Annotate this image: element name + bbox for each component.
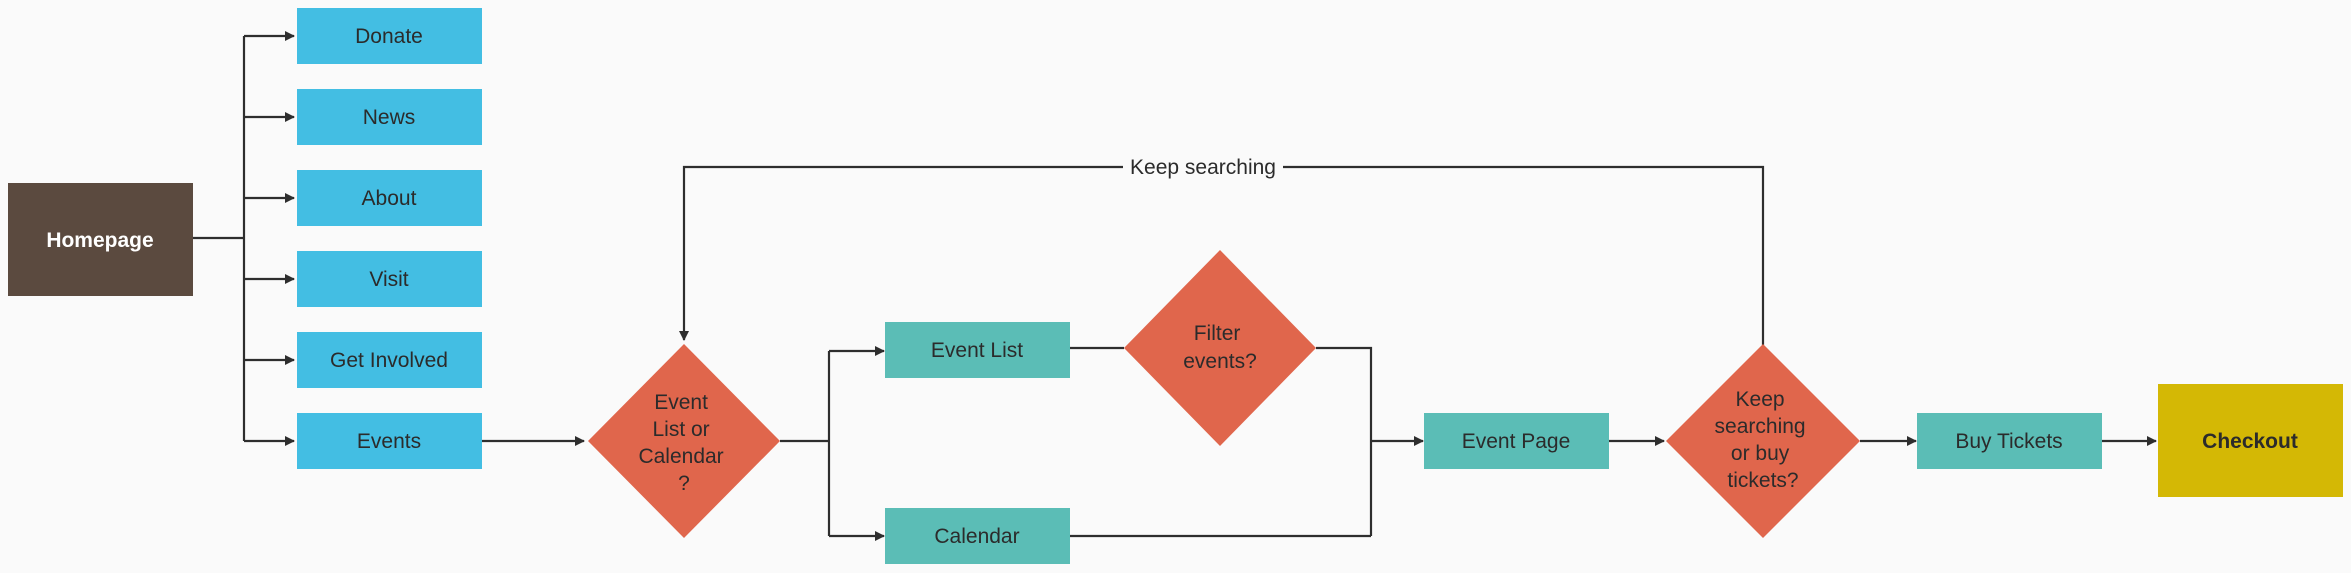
decision-2-line-2: events?: [1183, 350, 1257, 373]
nav-about-label: About: [362, 187, 417, 210]
nav-news-box: [297, 89, 482, 145]
decision-2-line-1: Filter: [1194, 322, 1241, 345]
nav-news[interactable]: News: [297, 89, 482, 145]
nav-events[interactable]: Events: [297, 413, 482, 469]
decision-1-line-2: List or: [652, 418, 709, 441]
decision-keep-searching-or-buy[interactable]: Keep searching or buy tickets?: [1666, 344, 1860, 538]
step-event-page[interactable]: Event Page: [1424, 413, 1609, 469]
step-event-page-label: Event Page: [1462, 430, 1571, 453]
nav-visit[interactable]: Visit: [297, 251, 482, 307]
homepage-label: Homepage: [46, 229, 153, 252]
decision-list-or-calendar[interactable]: Event List or Calendar ?: [588, 344, 780, 538]
decision-keep-searching-or-buy-shape: [1666, 344, 1860, 538]
decision-list-or-calendar-shape: [588, 344, 780, 538]
nav-visit-label: Visit: [369, 268, 408, 291]
connector-homepage-trunk: [193, 36, 246, 441]
decision-3-line-2: searching: [1715, 415, 1806, 438]
nav-news-label: News: [363, 106, 416, 129]
decision-filter-events[interactable]: Filter events?: [1124, 250, 1316, 446]
step-calendar-label: Calendar: [934, 525, 1019, 548]
nav-get-involved-box: [297, 332, 482, 388]
step-checkout[interactable]: Checkout: [2158, 384, 2343, 497]
nav-donate-box: [297, 8, 482, 64]
nav-get-involved[interactable]: Get Involved: [297, 332, 482, 388]
decision-filter-events-label: Filter events?: [1183, 322, 1257, 373]
nav-donate-label: Donate: [355, 25, 423, 48]
decision-3-line-1: Keep: [1736, 388, 1785, 411]
connector-decision-split: [780, 351, 831, 536]
nav-visit-box: [297, 251, 482, 307]
step-buy-tickets-label: Buy Tickets: [1955, 430, 2062, 453]
nav-about[interactable]: About: [297, 170, 482, 226]
decision-1-line-4: ?: [678, 472, 690, 495]
step-event-list-label: Event List: [931, 339, 1023, 362]
decision-3-line-3: or buy: [1731, 442, 1790, 465]
connectors: [193, 31, 2157, 541]
loop-label: Keep searching: [1130, 156, 1276, 179]
step-event-list[interactable]: Event List: [885, 322, 1070, 378]
nav-get-involved-label: Get Involved: [330, 349, 448, 372]
step-calendar-box: [885, 508, 1070, 564]
decision-keep-searching-or-buy-label: Keep searching or buy tickets?: [1715, 388, 1812, 492]
decision-3-line-4: tickets?: [1727, 469, 1798, 492]
connector-keep-searching-loop: [684, 165, 1765, 345]
step-buy-tickets-box: [1917, 413, 2102, 469]
decision-1-line-3: Calendar: [638, 445, 723, 468]
step-buy-tickets[interactable]: Buy Tickets: [1917, 413, 2102, 469]
decision-filter-events-shape: [1124, 250, 1316, 446]
connector-filter-merge: [1070, 346, 1373, 538]
nav-donate[interactable]: Donate: [297, 8, 482, 64]
step-event-page-box: [1424, 413, 1609, 469]
nav-about-box: [297, 170, 482, 226]
decision-1-line-1: Event: [654, 391, 708, 414]
nav-events-box: [297, 413, 482, 469]
nav-events-label: Events: [357, 430, 421, 453]
homepage-node[interactable]: Homepage: [8, 183, 193, 296]
step-checkout-box: [2158, 384, 2343, 497]
decision-list-or-calendar-label: Event List or Calendar ?: [638, 391, 729, 495]
step-event-list-box: [885, 322, 1070, 378]
step-checkout-label: Checkout: [2202, 430, 2298, 453]
homepage-box: [8, 183, 193, 296]
step-calendar[interactable]: Calendar: [885, 508, 1070, 564]
